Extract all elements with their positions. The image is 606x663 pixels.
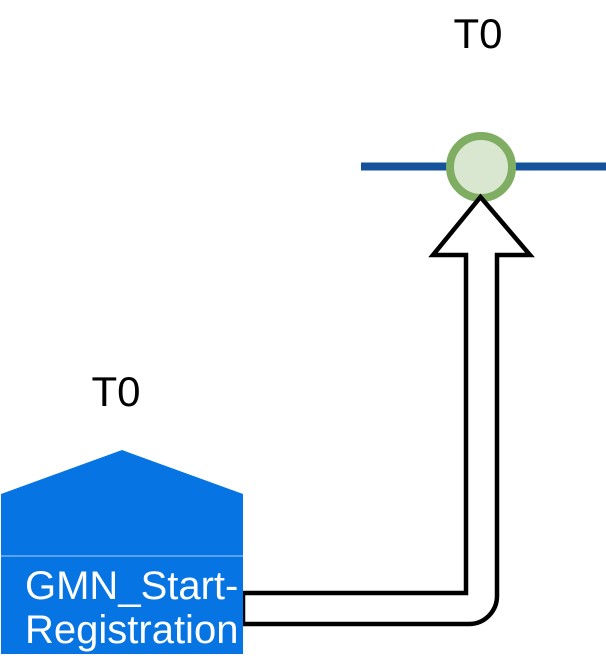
timeline-label: T0 xyxy=(453,10,503,57)
transition-name-text: GMN_Start- Registration xyxy=(25,564,239,652)
transition-label: T0 xyxy=(91,368,141,415)
timeline-marker-circle[interactable] xyxy=(446,132,516,202)
transition-shape[interactable] xyxy=(1,450,243,654)
connector-arrow[interactable] xyxy=(240,193,535,627)
